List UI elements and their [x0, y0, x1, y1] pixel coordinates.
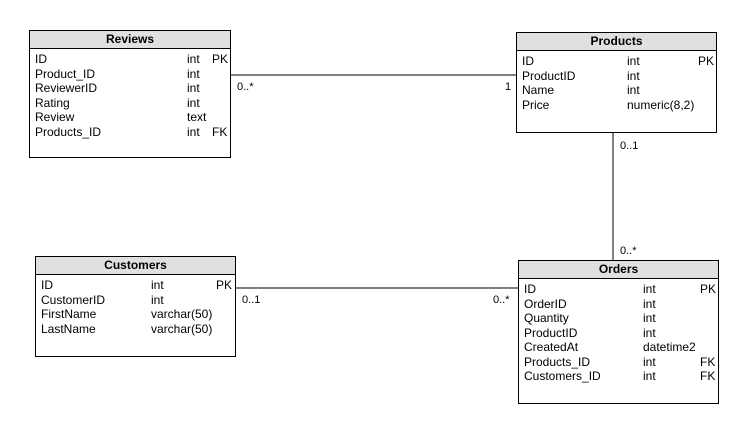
- attribute-type: datetime2: [643, 340, 696, 354]
- attribute-name: ProductID: [524, 325, 578, 340]
- attribute-name: Products_ID: [35, 124, 102, 139]
- attribute-row: CreatedAt datetime2: [519, 340, 718, 355]
- attribute-row: Quantity int: [519, 311, 718, 326]
- attribute-row: ID int PK: [30, 52, 230, 67]
- attribute-row: Name int: [517, 83, 716, 98]
- attribute-type: numeric(8,2): [627, 97, 695, 112]
- attribute-type: int: [187, 66, 200, 81]
- attribute-type: int: [643, 354, 656, 369]
- entity-attributes: ID int PK ProductID int Name int Price numeri…: [517, 51, 716, 112]
- attribute-type: int: [643, 296, 656, 311]
- attribute-type: int: [643, 311, 656, 325]
- entity-title: Orders: [519, 261, 718, 279]
- attribute-name: Rating: [35, 95, 70, 110]
- attribute-row: LastName varchar(50): [36, 322, 235, 337]
- attribute-row: ID int PK: [36, 278, 235, 293]
- attribute-row: FirstName varchar(50): [36, 307, 235, 322]
- entity-orders[interactable]: Orders ID int PK OrderID int Quantity int Pr…: [518, 260, 719, 404]
- attribute-name: ID: [41, 278, 53, 292]
- attribute-key: FK: [212, 124, 228, 139]
- attribute-type: int: [643, 325, 656, 340]
- entity-attributes: ID int PK CustomerID int FirstName varchar(5…: [36, 275, 235, 336]
- attribute-row: Review text: [30, 110, 230, 125]
- attribute-name: ID: [522, 54, 534, 68]
- attribute-name: ReviewerID: [35, 81, 98, 95]
- attribute-name: Review: [35, 110, 75, 124]
- attribute-type: int: [627, 83, 640, 97]
- attribute-row: OrderID int: [519, 297, 718, 312]
- attribute-name: FirstName: [41, 307, 97, 321]
- attribute-type: varchar(50): [151, 307, 213, 321]
- attribute-name: Quantity: [524, 311, 569, 325]
- attribute-type: int: [627, 54, 640, 68]
- attribute-type: int: [151, 278, 164, 292]
- multiplicity-reviews-side: 0..*: [237, 81, 254, 93]
- attribute-name: ProductID: [522, 68, 576, 83]
- attribute-row: Products_ID int FK: [30, 125, 230, 140]
- attribute-name: OrderID: [524, 296, 567, 311]
- attribute-name: Price: [522, 97, 550, 112]
- entity-title: Customers: [36, 257, 235, 275]
- multiplicity-products-side: 1: [505, 81, 512, 93]
- attribute-row: CustomerID int: [36, 293, 235, 308]
- attribute-name: CreatedAt: [524, 340, 579, 354]
- attribute-name: Product_ID: [35, 66, 96, 81]
- attribute-row: Customers_ID int FK: [519, 369, 718, 384]
- attribute-row: Price numeric(8,2): [517, 98, 716, 113]
- attribute-type: int: [187, 52, 200, 66]
- attribute-row: ID int PK: [517, 54, 716, 69]
- attribute-name: ID: [524, 282, 536, 296]
- attribute-type: int: [627, 68, 640, 83]
- multiplicity-customers-side: 0..1: [242, 294, 261, 306]
- attribute-name: ID: [35, 52, 47, 66]
- attribute-type: varchar(50): [151, 321, 213, 336]
- attribute-type: int: [643, 369, 656, 383]
- attribute-type: text: [187, 110, 207, 124]
- attribute-type: int: [151, 292, 164, 307]
- attribute-name: LastName: [41, 321, 96, 336]
- attribute-type: int: [187, 95, 200, 110]
- attribute-row: Products_ID int FK: [519, 355, 718, 370]
- attribute-row: ProductID int: [517, 69, 716, 84]
- attribute-name: CustomerID: [41, 292, 106, 307]
- entity-title: Products: [517, 33, 716, 51]
- attribute-row: ProductID int: [519, 326, 718, 341]
- attribute-key: PK: [700, 282, 717, 296]
- multiplicity-orders-side: 0..*: [493, 294, 510, 306]
- attribute-type: int: [187, 124, 200, 139]
- attribute-key: PK: [212, 52, 229, 66]
- attribute-row: ReviewerID int: [30, 81, 230, 96]
- attribute-type: int: [187, 81, 200, 95]
- entity-customers[interactable]: Customers ID int PK CustomerID int FirstNam…: [35, 256, 236, 357]
- entity-products[interactable]: Products ID int PK ProductID int Name int Pr…: [516, 32, 717, 133]
- attribute-name: Customers_ID: [524, 369, 601, 383]
- entity-title: Reviews: [30, 31, 230, 49]
- attribute-key: PK: [216, 278, 233, 292]
- entity-attributes: ID int PK OrderID int Quantity int ProductID…: [519, 279, 718, 384]
- attribute-key: FK: [700, 369, 716, 383]
- attribute-row: Product_ID int: [30, 67, 230, 82]
- multiplicity-products-orders-top: 0..1: [620, 140, 639, 152]
- attribute-row: Rating int: [30, 96, 230, 111]
- attribute-type: int: [643, 282, 656, 296]
- attribute-row: ID int PK: [519, 282, 718, 297]
- attribute-name: Products_ID: [524, 354, 591, 369]
- multiplicity-products-orders-bottom: 0..*: [620, 245, 637, 257]
- attribute-name: Name: [522, 83, 555, 97]
- attribute-key: FK: [700, 354, 716, 369]
- attribute-key: PK: [698, 54, 715, 68]
